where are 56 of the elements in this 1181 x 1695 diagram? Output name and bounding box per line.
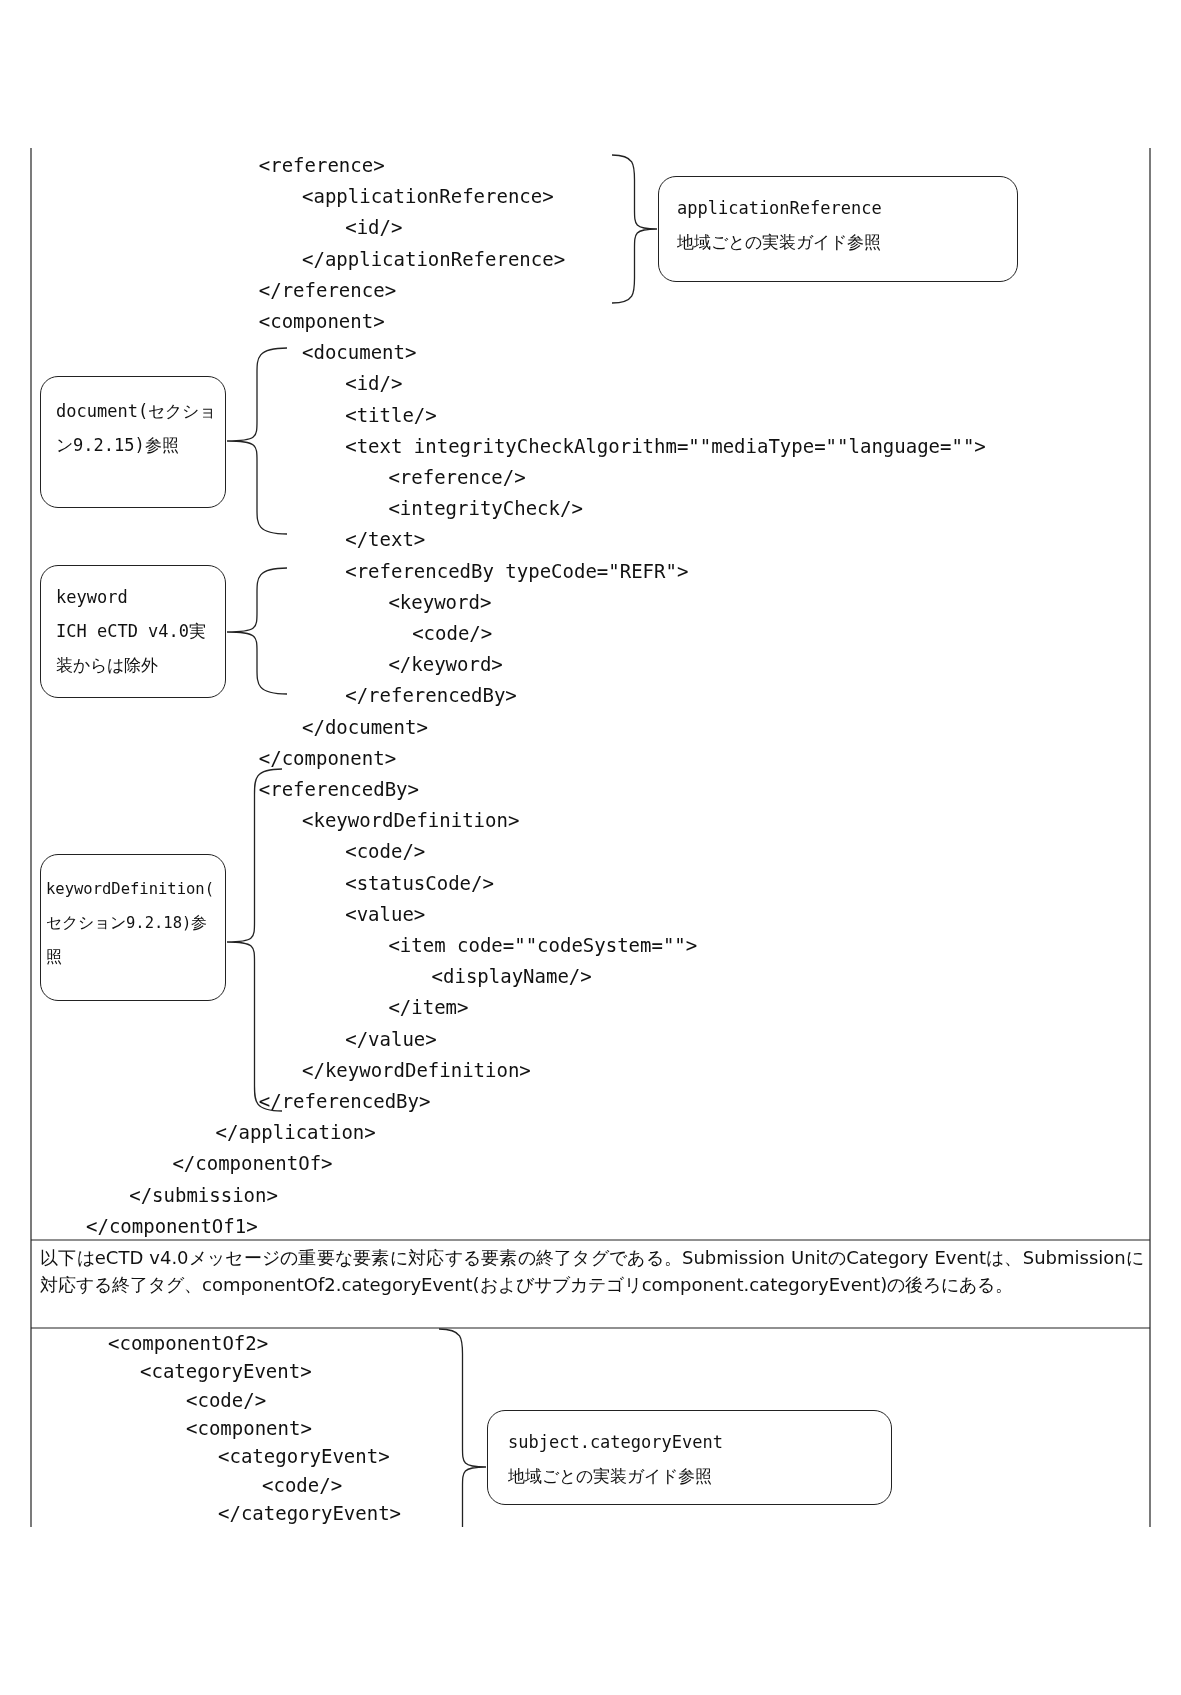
callout-box <box>40 565 226 698</box>
code-line: <code/> <box>262 1472 343 1497</box>
code-line: <integrityCheck/> <box>388 496 583 521</box>
code-line: <categoryEvent> <box>218 1444 390 1469</box>
callout-text: document(セクション9.2.15)参照 <box>56 400 218 457</box>
code-line: <reference/> <box>388 465 526 489</box>
callout-heading: applicationReference <box>677 197 883 220</box>
callout-heading: keyword <box>56 586 129 609</box>
code-line: </document> <box>302 714 428 739</box>
code-line: <reference> <box>258 153 385 177</box>
code-line: </value> <box>345 1026 437 1051</box>
callout-box <box>487 1410 892 1505</box>
code-line: <code/> <box>412 621 493 645</box>
code-line: <id/> <box>345 215 403 240</box>
code-line: <value> <box>345 901 426 926</box>
code-line: </applicationReference> <box>302 246 566 271</box>
callout-box <box>40 376 226 508</box>
note-text: 以下はeCTD v4.0メッセージの重要な要素に対応する要素の終了タグである。Submission UnitのCategory Eventは、Submissionに対応する終了タグ、componentOf2.categoryEvent(およびサブカテゴリcomponent.categoryEvent)の後ろにある。 <box>40 1246 1144 1297</box>
code-line: </categoryEvent> <box>218 1500 402 1525</box>
callout-heading: subject.categoryEvent <box>508 1431 724 1454</box>
code-line: <code/> <box>345 839 426 864</box>
code-line: </text> <box>345 527 426 552</box>
code-line: <title/> <box>345 402 437 427</box>
code-line: <keywordDefinition> <box>302 808 520 833</box>
code-line: </keyword> <box>388 652 503 677</box>
callout-text: 地域ごとの実装ガイド参照 <box>508 1465 713 1488</box>
code-line: <document> <box>302 340 417 365</box>
callout-box <box>658 176 1018 282</box>
code-line: <applicationReference> <box>302 184 554 209</box>
code-line: </application> <box>215 1120 376 1145</box>
callout-text: keywordDefinition(セクション9.2.18)参照 <box>46 879 215 968</box>
code-line: </component> <box>258 745 397 770</box>
code-line: <id/> <box>345 371 403 396</box>
code-line: <component> <box>186 1415 312 1440</box>
callout-text: 地域ごとの実装ガイド参照 <box>677 231 882 254</box>
code-line: </referencedBy> <box>345 683 517 708</box>
code-line: </submission> <box>129 1182 278 1207</box>
code-line: <referencedBy> <box>258 777 419 801</box>
callout-text: ICH eCTD v4.0実装からは除外 <box>56 620 208 677</box>
code-line: <statusCode/> <box>345 870 494 895</box>
code-line: </referencedBy> <box>258 1089 431 1113</box>
code-line: </componentOf> <box>172 1151 333 1176</box>
code-line: <referencedBy typeCode="REFR"> <box>345 558 689 583</box>
code-line: <text integrityCheckAlgorithm=""mediaType=""language=""> <box>345 433 986 458</box>
code-line: <keyword> <box>388 589 492 614</box>
code-line: <item code=""codeSystem=""> <box>388 933 698 957</box>
code-line: </item> <box>388 995 469 1020</box>
code-line: </componentOf1> <box>86 1213 258 1238</box>
code-line: </reference> <box>258 277 397 302</box>
code-line: <displayName/> <box>431 964 592 989</box>
code-line: <componentOf2> <box>108 1331 269 1355</box>
callout-box <box>40 854 226 1001</box>
code-line: </keywordDefinition> <box>302 1057 531 1082</box>
code-line: <component> <box>258 309 385 333</box>
code-line: <categoryEvent> <box>140 1359 312 1384</box>
code-line: <code/> <box>186 1387 267 1412</box>
